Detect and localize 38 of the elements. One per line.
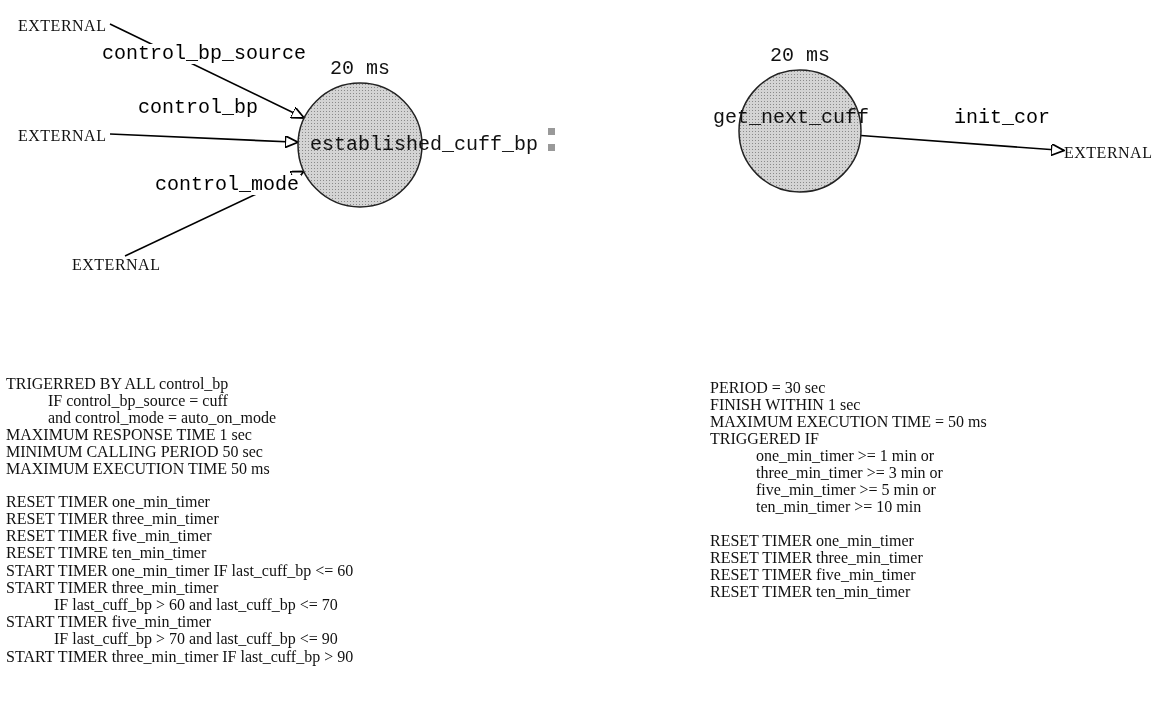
spec-text: TRIGERRED BY ALL control_bp	[6, 375, 229, 392]
spec-text: five_min_timer >= 5 min or	[756, 481, 936, 498]
spec-text: TRIGGERED IF	[710, 430, 819, 447]
spec-text: START TIMER three_min_timer	[6, 579, 219, 596]
arrow	[109, 133, 299, 149]
spec-text: one_min_timer >= 1 min or	[756, 447, 935, 464]
spec-text: START TIMER five_min_timer	[6, 613, 212, 630]
spec-text: MAXIMUM EXECUTION TIME 50 ms	[6, 460, 270, 477]
spec-text: RESET TIMER five_min_timer	[6, 527, 212, 544]
edge-label: init_cor	[952, 108, 1052, 128]
external-entity: EXTERNAL	[72, 256, 164, 276]
spec-text: RESET TIMER one_min_timer	[6, 493, 210, 510]
spec-text: IF last_cuff_bp > 60 and last_cuff_bp <= 70	[54, 596, 338, 613]
spec-text: RESET TIMER ten_min_timer	[710, 583, 911, 600]
spec-text: FINISH WITHIN 1 sec	[710, 396, 861, 413]
spec-text: and control_mode = auto_on_mode	[48, 409, 277, 426]
spec-text: RESET TIMRE ten_min_timer	[6, 544, 207, 561]
duration-label: 20 ms	[770, 44, 830, 67]
spec-text: RESET TIMER three_min_timer	[710, 549, 923, 566]
duration-label: 20 ms	[330, 57, 390, 80]
spec-text: PERIOD = 30 sec	[710, 379, 826, 396]
spec-text: three_min_timer >= 3 min or	[756, 464, 943, 481]
spec-text: START TIMER three_min_timer IF last_cuff_bp > 90	[6, 648, 354, 665]
spec-text: START TIMER one_min_timer IF last_cuff_bp <= 60	[6, 562, 354, 579]
spec-text: RESET TIMER one_min_timer	[710, 532, 914, 549]
external-entity: EXTERNAL	[18, 127, 110, 147]
spec-text: MAXIMUM EXECUTION TIME = 50 ms	[710, 413, 987, 430]
spec-text: MAXIMUM RESPONSE TIME 1 sec	[6, 426, 252, 443]
arrow	[860, 134, 1065, 157]
external-entity: EXTERNAL	[1064, 144, 1158, 164]
edge-label: control_mode	[153, 175, 302, 195]
external-entity: EXTERNAL	[18, 17, 110, 37]
spec-text: MINIMUM CALLING PERIOD 50 sec	[6, 443, 263, 460]
spec-text: RESET TIMER five_min_timer	[710, 566, 916, 583]
spec-text: IF control_bp_source = cuff	[48, 392, 228, 409]
spec-text: RESET TIMER three_min_timer	[6, 510, 219, 527]
spec-text: ten_min_timer >= 10 min	[756, 498, 922, 515]
spec-text: IF last_cuff_bp > 70 and last_cuff_bp <= 90	[54, 630, 338, 647]
